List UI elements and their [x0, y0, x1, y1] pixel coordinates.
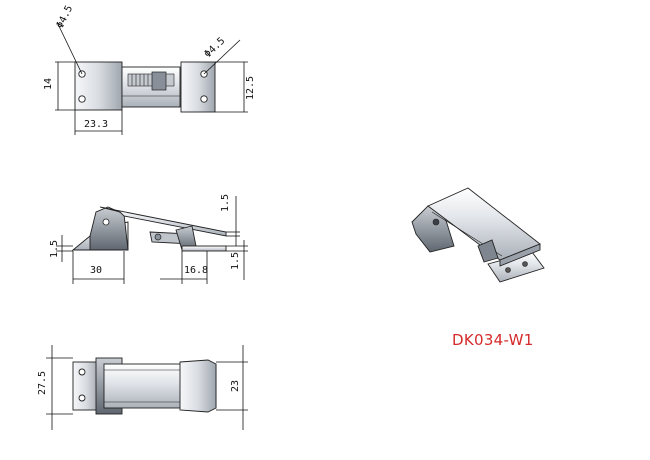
dim-base-length: 23.3	[84, 119, 108, 130]
top-view-mechanism	[121, 66, 181, 108]
iso-rivet	[432, 218, 440, 226]
top-view: Φ4.5 Φ4.5 14 12.5 23.3	[43, 4, 256, 135]
spring-nut	[151, 71, 167, 91]
iso-hook	[477, 239, 499, 263]
iso-lever-edge	[499, 243, 541, 267]
dim-plate-thickness-right: 1.5	[230, 252, 241, 270]
side-view: 1.5 1.5 1.5 30 16.8	[49, 194, 248, 284]
iso-catch-hole	[505, 267, 511, 273]
dim-plate-thickness-left: 1.5	[49, 240, 60, 258]
mounting-hole	[200, 95, 208, 103]
dim-height-right: 12.5	[245, 76, 256, 100]
mounting-hole	[78, 368, 86, 376]
hinge-pin	[102, 218, 110, 226]
dim-plate-thickness-lever: 1.5	[220, 194, 231, 212]
side-view-catch-plate	[181, 245, 227, 252]
dim-hole-dia-left: Φ4.5	[55, 4, 75, 30]
dim-width-left: 27.5	[37, 371, 48, 395]
isometric-view	[411, 187, 545, 283]
spring-body	[127, 73, 175, 87]
side-view-lever	[99, 206, 227, 237]
bottom-view-catch	[179, 359, 217, 413]
dim-height-left: 14	[43, 78, 54, 90]
mounting-hole	[78, 95, 86, 103]
bottom-view: 27.5 23	[37, 345, 248, 430]
iso-catch-hole	[522, 261, 528, 267]
top-view-base-plate	[74, 61, 123, 111]
dim-hole-dia-right: Φ4.5	[202, 36, 227, 61]
top-view-catch-plate	[180, 61, 216, 113]
bottom-view-base	[72, 361, 100, 411]
link-pin	[154, 233, 162, 241]
dim-base-length-side: 30	[90, 265, 102, 276]
dim-width-right: 23	[230, 380, 241, 392]
mounting-hole	[78, 394, 86, 402]
model-code-label: DK034-W1	[452, 331, 534, 349]
dim-catch-length: 16.8	[184, 265, 208, 276]
